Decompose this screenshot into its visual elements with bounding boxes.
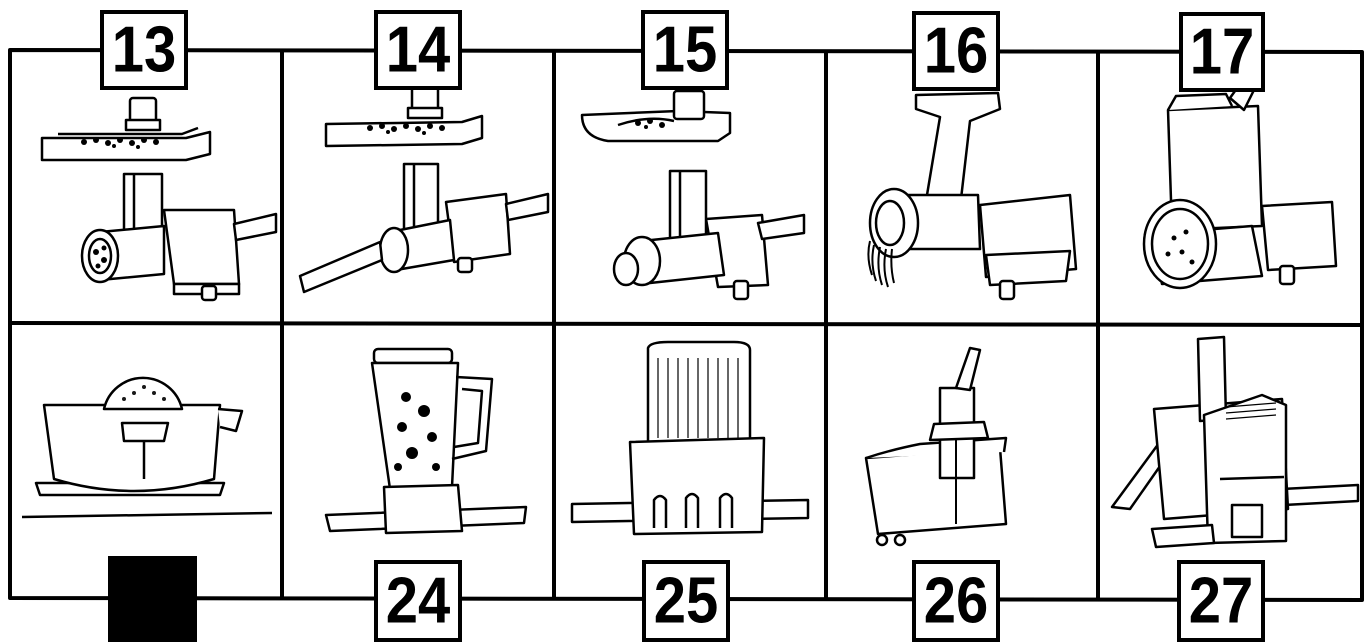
label-24: 24 — [374, 560, 462, 642]
panel-13 — [14, 54, 280, 322]
vegetable-slicer-icon — [1110, 335, 1360, 549]
panel-16 — [830, 55, 1096, 323]
rotor-slicer-icon — [1142, 82, 1338, 290]
panel-15 — [558, 55, 824, 323]
label-25: 25 — [642, 560, 730, 642]
panel-26 — [830, 328, 1096, 596]
panel-bottom-1 — [14, 327, 280, 595]
panel-25 — [558, 328, 824, 596]
label-17: 17 — [1179, 12, 1265, 92]
meat-grinder-icon — [40, 96, 278, 302]
panel-17 — [1102, 56, 1360, 324]
citrus-juicer-icon — [21, 376, 273, 519]
label-13: 13 — [100, 10, 188, 90]
sausage-stuffer-icon — [298, 84, 550, 294]
food-grinder-icon — [580, 89, 806, 301]
label-15: 15 — [641, 10, 729, 90]
black-block — [108, 556, 197, 642]
panel-14 — [286, 54, 552, 322]
panel-27 — [1102, 329, 1360, 597]
panel-24 — [286, 327, 552, 595]
label-16: 16 — [912, 11, 1000, 91]
pasta-maker-icon — [867, 91, 1078, 301]
mini-chopper-icon — [570, 340, 810, 536]
food-processor-icon — [864, 346, 1008, 547]
label-27: 27 — [1177, 560, 1265, 642]
blender-icon — [324, 347, 528, 535]
label-14: 14 — [374, 10, 462, 90]
label-26: 26 — [912, 560, 1000, 642]
